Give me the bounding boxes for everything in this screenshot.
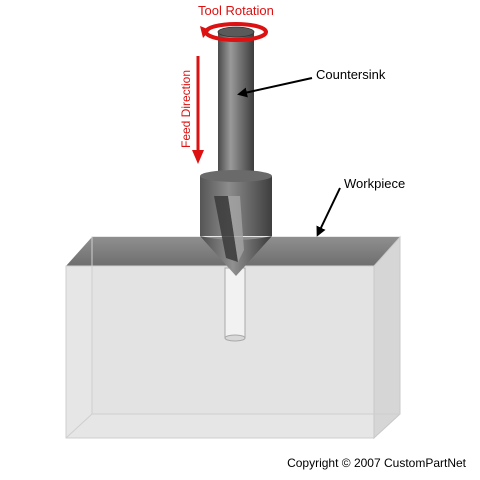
tool-shank-top: [217, 26, 255, 38]
workpiece-block: [65, 235, 401, 440]
drilled-hole: [224, 267, 246, 342]
countersink-pointer: [237, 77, 313, 98]
countersink-tool: [200, 26, 272, 276]
hole-bottom: [224, 334, 246, 342]
workpiece-hidden-edge: [65, 413, 93, 439]
rotation-arrowhead: [200, 26, 210, 38]
feed-arrow-head: [192, 150, 204, 164]
tool-rotation-label: Tool Rotation: [198, 3, 274, 18]
rotation-ring-back: [204, 22, 268, 33]
tool-flute: [214, 196, 238, 262]
feed-direction-arrow: [192, 56, 204, 164]
workpiece-label: Workpiece: [344, 176, 405, 191]
rotation-arrow: [200, 22, 268, 42]
tool-cutter-shoulder: [200, 170, 272, 182]
copyright-notice: Copyright © 2007 CustomPartNet: [287, 456, 466, 470]
workpiece-side-face: [373, 235, 401, 440]
workpiece-pointer: [316, 187, 341, 237]
tool-flute-highlight: [228, 196, 244, 262]
feed-direction-label: Feed Direction: [179, 70, 193, 148]
countersink-label: Countersink: [316, 67, 386, 82]
rotation-ring-front: [204, 31, 268, 42]
tool-shank: [218, 32, 254, 180]
workpiece-front-face: [65, 265, 375, 439]
hole-bore: [224, 267, 246, 339]
